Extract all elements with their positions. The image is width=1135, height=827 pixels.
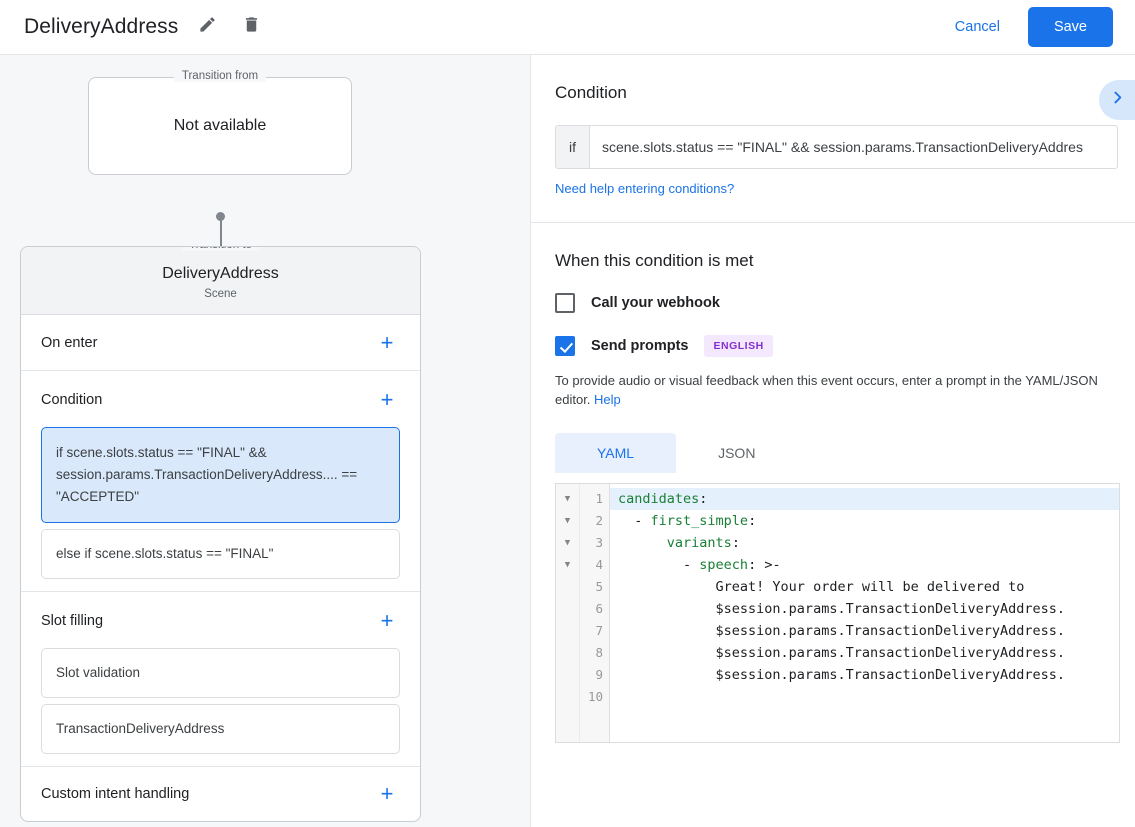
section-condition-header: Condition + (21, 371, 420, 421)
section-slot-filling: Slot filling + Slot validation Transacti… (21, 591, 420, 766)
top-app-bar: DeliveryAddress Cancel Save (0, 0, 1135, 55)
fold-spacer (556, 576, 579, 598)
prompts-help-link[interactable]: Help (594, 392, 621, 407)
when-condition-met-title: When this condition is met (555, 251, 754, 270)
line-number: 9 (595, 667, 603, 682)
when-condition-met-section: When this condition is met Call your web… (531, 223, 1135, 743)
save-button[interactable]: Save (1027, 7, 1113, 47)
scene-header[interactable]: DeliveryAddress Scene (21, 247, 420, 315)
send-prompts-row[interactable]: Send prompts ENGLISH (555, 335, 1111, 357)
editor-fold-gutter[interactable]: ▼ ▼ ▼ ▼ (556, 484, 580, 742)
line-number: 3 (595, 535, 603, 550)
line-number: 2 (595, 513, 603, 528)
webhook-row[interactable]: Call your webhook (555, 293, 1111, 313)
condition-section-title: Condition (555, 83, 627, 102)
code-line[interactable]: $session.params.TransactionDeliveryAddre… (618, 601, 1066, 617)
topbar-actions: Cancel Save (945, 7, 1113, 47)
code-line[interactable] (610, 686, 1119, 708)
scene-graph-pane: Transition from Not available Transition… (0, 55, 530, 827)
code-line[interactable]: $session.params.TransactionDeliveryAddre… (618, 667, 1066, 683)
send-prompts-label: Send prompts (591, 338, 689, 354)
tab-json[interactable]: JSON (718, 445, 756, 461)
fold-spacer (556, 598, 579, 620)
page-title: DeliveryAddress (24, 15, 179, 38)
section-on-enter[interactable]: On enter + (21, 315, 420, 370)
edit-button[interactable] (192, 12, 222, 42)
connector-dot (216, 212, 225, 221)
add-on-enter-button[interactable]: + (380, 329, 394, 355)
transition-from-legend: Transition from (173, 70, 267, 82)
condition-help-link[interactable]: Need help entering conditions? (555, 181, 735, 196)
send-prompts-checkbox[interactable] (555, 336, 575, 356)
fold-spacer (556, 664, 579, 686)
section-custom-intent-label: Custom intent handling (41, 786, 190, 802)
line-number: 7 (595, 623, 603, 638)
section-divider (531, 222, 1135, 223)
prompts-description: To provide audio or visual feedback when… (555, 371, 1120, 409)
transition-from-card: Transition from Not available (88, 70, 352, 175)
fold-toggle-icon[interactable]: ▼ (564, 538, 571, 548)
details-pane: Condition if Need help entering conditio… (530, 55, 1135, 827)
add-custom-intent-button[interactable]: + (380, 781, 394, 806)
code-line[interactable]: $session.params.TransactionDeliveryAddre… (618, 645, 1066, 661)
delete-button[interactable] (236, 12, 266, 42)
condition-if-prefix: if (556, 126, 590, 168)
code-line[interactable]: $session.params.TransactionDeliveryAddre… (618, 623, 1066, 639)
code-line[interactable]: - first_simple: (618, 513, 757, 529)
line-number: 10 (587, 689, 603, 704)
transition-from-value: Not available (173, 117, 267, 134)
language-badge: ENGLISH (704, 335, 773, 357)
code-line[interactable]: variants: (666, 535, 740, 551)
scene-type-label: Scene (204, 288, 237, 300)
fold-spacer (556, 686, 579, 708)
fold-spacer (556, 620, 579, 642)
trash-icon (242, 15, 261, 39)
fold-spacer (556, 642, 579, 664)
condition-input[interactable] (590, 126, 1117, 168)
section-custom-intent-handling[interactable]: Custom intent handling + (21, 766, 420, 821)
slot-filling-item-0[interactable]: Slot validation (41, 648, 400, 698)
section-condition: Condition + if scene.slots.status == "FI… (21, 370, 420, 591)
add-condition-button[interactable]: + (380, 387, 394, 412)
add-slot-filling-button[interactable]: + (380, 608, 394, 633)
condition-section: Condition if Need help entering conditio… (531, 55, 1135, 198)
call-webhook-label: Call your webhook (591, 295, 720, 311)
line-number: 6 (595, 601, 603, 616)
editor-code-area[interactable]: candidates: - first_simple: variants: - … (610, 484, 1119, 742)
code-line[interactable]: - speech: >- (618, 557, 781, 573)
slot-filling-item-1[interactable]: TransactionDeliveryAddress (41, 704, 400, 754)
fold-toggle-icon[interactable]: ▼ (564, 494, 571, 504)
line-number: 8 (595, 645, 603, 660)
line-number: 4 (595, 557, 603, 572)
tab-yaml[interactable]: YAML (555, 433, 677, 473)
pencil-icon (198, 15, 217, 39)
transition-to-legend: Transition to (181, 247, 260, 251)
code-line[interactable]: Great! Your order will be delivered to (618, 579, 1025, 595)
section-slot-filling-label: Slot filling (41, 613, 104, 629)
condition-item-1[interactable]: else if scene.slots.status == "FINAL" (41, 529, 400, 579)
section-slot-filling-header: Slot filling + (21, 592, 420, 642)
prompts-description-text: To provide audio or visual feedback when… (555, 373, 1098, 407)
section-condition-label: Condition (41, 392, 103, 408)
code-editor[interactable]: ▼ ▼ ▼ ▼ 1 2 3 4 5 6 7 8 9 10 candidates: - first_sim… (555, 483, 1120, 743)
scene-name: DeliveryAddress (162, 265, 279, 282)
content-area: Transition from Not available Transition… (0, 55, 1135, 827)
line-number: 1 (595, 491, 603, 506)
section-on-enter-label: On enter (41, 334, 98, 351)
line-number: 5 (595, 579, 603, 594)
expand-panel-button[interactable] (1099, 80, 1135, 120)
editor-line-numbers: 1 2 3 4 5 6 7 8 9 10 (580, 484, 610, 742)
transition-to-card: Transition to DeliveryAddress Scene On e… (20, 246, 421, 822)
fold-toggle-icon[interactable]: ▼ (564, 516, 571, 526)
chevron-right-icon (1109, 89, 1126, 111)
cancel-button[interactable]: Cancel (945, 11, 1010, 43)
fold-toggle-icon[interactable]: ▼ (564, 560, 571, 570)
call-webhook-checkbox[interactable] (555, 293, 575, 313)
condition-item-0[interactable]: if scene.slots.status == "FINAL" && sess… (41, 427, 400, 523)
code-line[interactable]: candidates: (610, 488, 1119, 510)
condition-input-row[interactable]: if (555, 125, 1118, 169)
editor-format-tabs: YAML JSON (555, 433, 1111, 473)
